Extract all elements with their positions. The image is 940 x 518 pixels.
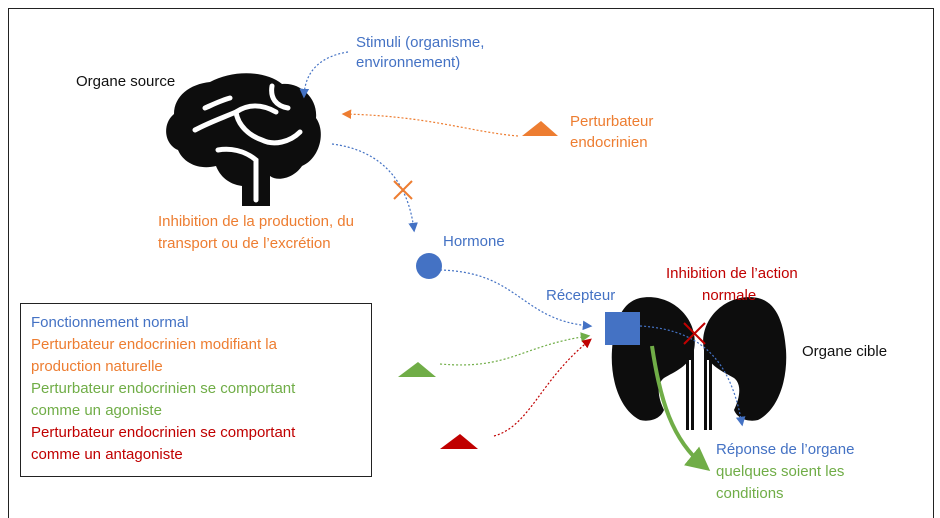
arrow-antagonist-to-receptor [493,338,592,437]
label-perturbateur-1: Perturbateur [570,113,654,130]
label-inhibition-prod-1: Inhibition de la production, du [158,213,354,230]
disruptor-triangle-green [398,362,436,377]
label-reponse-2: quelques soient les [716,463,845,480]
label-stimuli-2: environnement) [356,54,461,71]
label-inhibition-action-2: normale [702,287,757,304]
inhibition-cross-action [683,322,706,345]
hormone-circle [416,253,442,279]
label-reponse-1: Réponse de l’organe [716,441,855,458]
label-inhibition-prod-2: transport ou de l’excrétion [158,235,331,252]
arrow-agonist-to-receptor [439,332,591,366]
arrow-agonist-response [650,345,711,472]
receptor-square [605,312,640,345]
arrow-stimuli-to-brain [299,51,349,99]
disruptor-triangle-orange [522,121,558,136]
arrow-hormone-to-receptor [439,269,593,331]
legend-agoniste-2: comme un agoniste [31,402,162,419]
arrow-brain-to-hormone [331,143,418,233]
disruptor-triangle-red [440,434,478,449]
figure-frame [8,8,934,518]
label-inhibition-action-1: Inhibition de l’action [666,265,798,282]
legend-antagoniste-2: comme un antagoniste [31,446,183,463]
label-reponse-3: conditions [716,485,784,502]
legend-agoniste-1: Perturbateur endocrinien se comportant [31,380,296,397]
label-recepteur: Récepteur [546,287,616,304]
legend-box: Fonctionnement normal Perturbateur endoc… [20,303,372,477]
brain-icon [166,73,321,206]
legend-modif-2: production naturelle [31,358,163,375]
legend-modif-1: Perturbateur endocrinien modifiant la [31,336,277,353]
arrow-receptor-to-response [639,325,746,427]
label-organe-cible: Organe cible [802,343,888,360]
arrow-disruptor-to-brain [341,109,519,137]
label-stimuli-1: Stimuli (organisme, [356,34,485,51]
legend-antagoniste-1: Perturbateur endocrinien se comportant [31,424,296,441]
label-perturbateur-2: endocrinien [570,134,648,151]
inhibition-cross-production [393,180,413,200]
label-organe-source: Organe source [76,73,176,90]
legend-normal: Fonctionnement normal [31,314,189,331]
label-hormone: Hormone [443,233,505,250]
